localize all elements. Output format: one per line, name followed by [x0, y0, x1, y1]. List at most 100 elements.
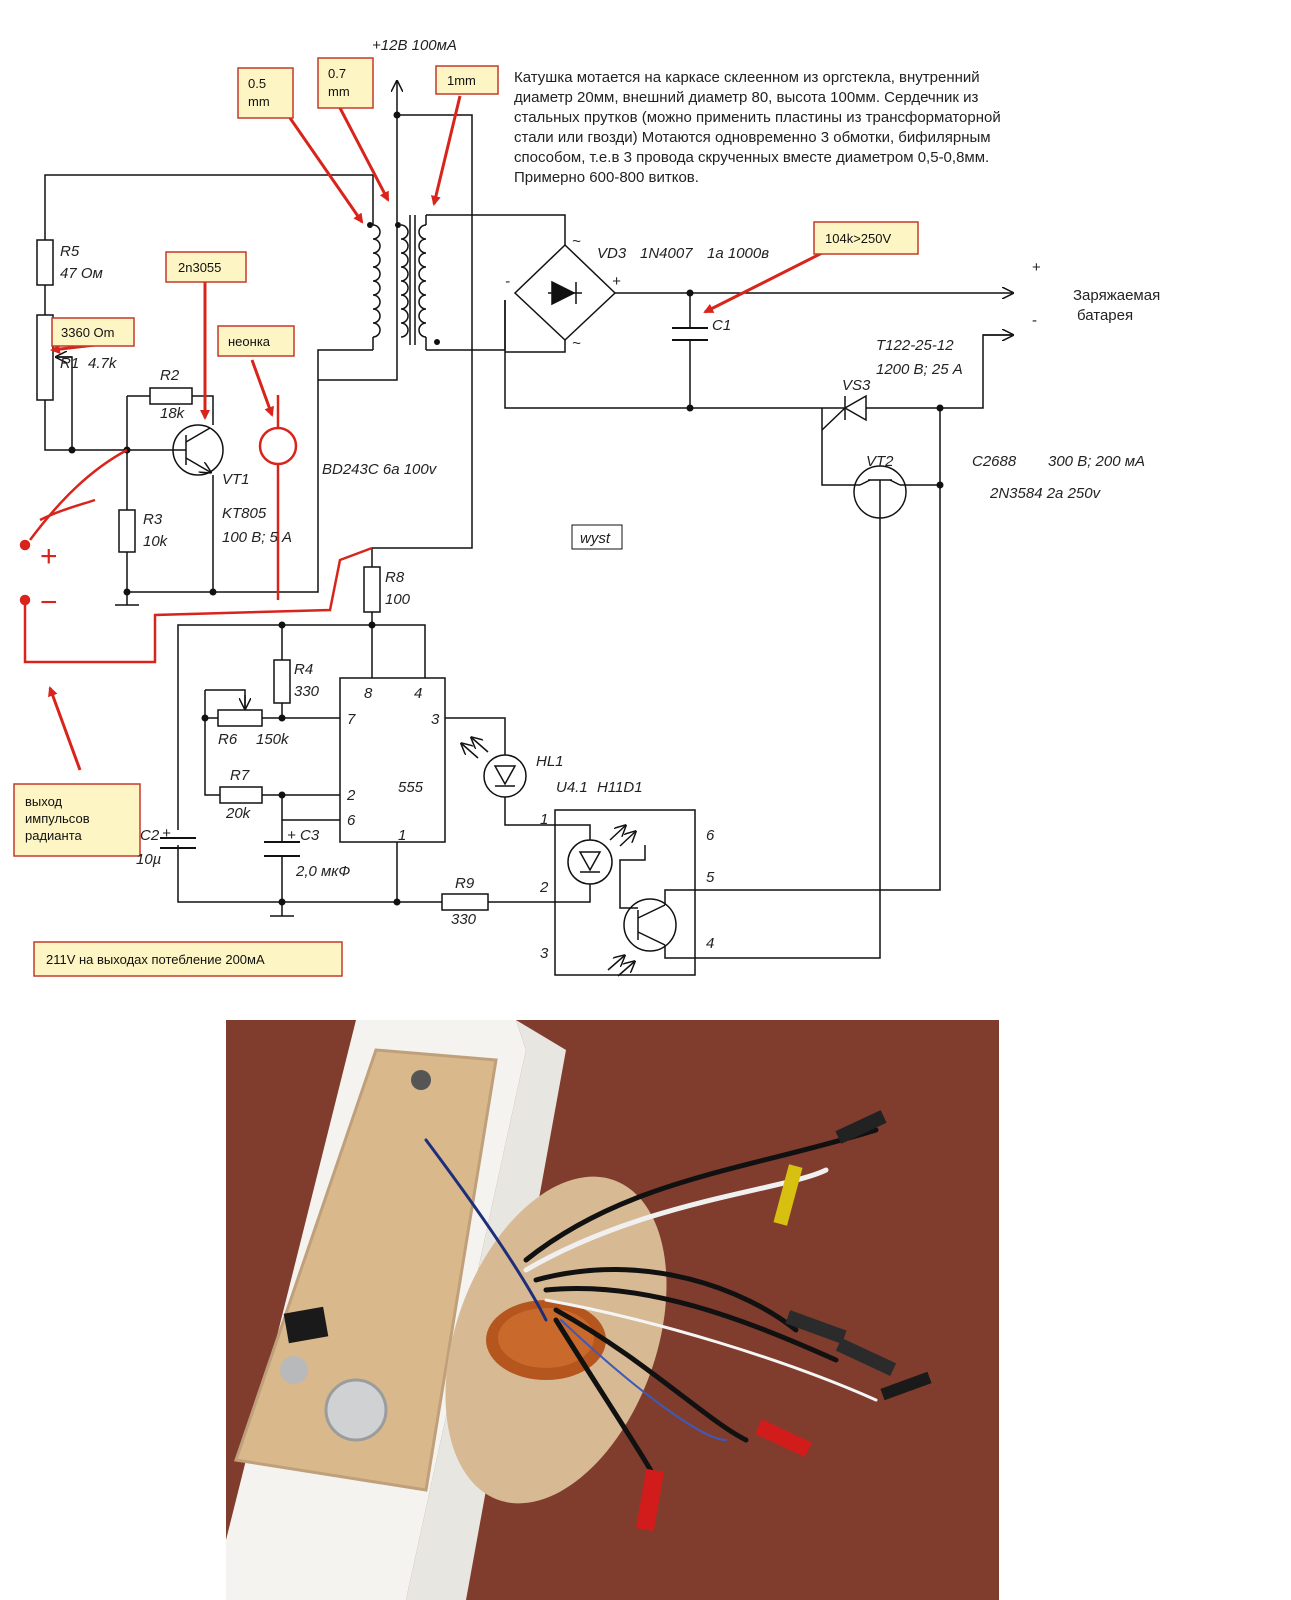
- r8-name: R8: [385, 569, 405, 586]
- r2-body: [149, 387, 193, 405]
- device-photo-drawing: [226, 1020, 999, 1600]
- r5-name: R5: [60, 243, 80, 260]
- device-photo: [226, 1020, 999, 1600]
- vs3-thyristor: [843, 394, 867, 422]
- red-additions: [19, 395, 373, 664]
- r5-body: [36, 239, 54, 286]
- callout-r1: 3360 Om: [51, 317, 135, 347]
- vt2-alt: 2N3584 2а 250v: [989, 485, 1102, 502]
- r8-value: 100: [385, 591, 411, 608]
- hl1-led: [462, 738, 527, 798]
- vs3-type: T122-25-12: [876, 337, 954, 354]
- opto-pin-2: 2: [539, 879, 549, 896]
- ic-pin-2: 2: [346, 787, 356, 804]
- r9-name: R9: [455, 875, 475, 892]
- svg-text:Примерно 600-800 витков.: Примерно 600-800 витков.: [514, 169, 699, 186]
- vt2-name: VT2: [866, 453, 894, 470]
- svg-text:104k>250V: 104k>250V: [825, 231, 891, 246]
- resistors: [36, 239, 489, 911]
- ic-pin-3: 3: [431, 711, 440, 728]
- r5-value: 47 Ом: [60, 265, 103, 282]
- r3-body: [118, 509, 136, 553]
- r8-body: [363, 566, 381, 613]
- coil: [372, 175, 427, 350]
- coil-dots: [367, 222, 440, 345]
- vd3-type: 1N4007: [640, 245, 693, 262]
- r3-value: 10k: [143, 533, 169, 550]
- r4-value: 330: [294, 683, 320, 700]
- bridge-minus: -: [505, 273, 510, 290]
- c3-value: 2,0 мкФ: [295, 863, 350, 880]
- bridge-ac-top: ~: [572, 233, 581, 250]
- vs3-rating: 1200 В; 25 А: [876, 361, 963, 378]
- r4-name: R4: [294, 661, 313, 678]
- svg-text:0.5: 0.5: [248, 76, 266, 91]
- svg-text:способом, т.е.в 3 провода скру: способом, т.е.в 3 провода скрученных вме…: [514, 149, 989, 166]
- vd3-name: VD3: [597, 245, 627, 262]
- svg-text:импульсов: импульсов: [25, 811, 90, 826]
- ic-555-body: [339, 677, 446, 843]
- svg-text:диаметр 20мм, внешний диаметр: диаметр 20мм, внешний диаметр 80, высота…: [514, 89, 979, 106]
- svg-text:3360 Om: 3360 Om: [61, 325, 114, 340]
- vt1-rating: 100 В; 5 А: [222, 529, 292, 546]
- svg-text:2n3055: 2n3055: [178, 260, 221, 275]
- callout-cap: 104k>250V: [813, 221, 919, 255]
- supply-label: +12В 100мА: [372, 37, 457, 54]
- opto-pin-5: 5: [706, 869, 715, 886]
- vt1-name: VT1: [222, 471, 250, 488]
- c2-plus: +: [162, 825, 171, 842]
- c2-capacitor: [160, 837, 196, 849]
- input-minus: −: [40, 586, 58, 619]
- r1-value: 4.7k: [88, 355, 118, 372]
- junctions: [68, 111, 944, 906]
- vt1-type: KT805: [222, 505, 267, 522]
- ic-pin-1: 1: [398, 827, 406, 844]
- svg-text:211V на выходах потебление 200: 211V на выходах потебление 200мА: [46, 952, 265, 967]
- opto-pin-1: 1: [540, 811, 548, 828]
- input-plus: +: [40, 540, 58, 573]
- bridge-rectifier: [513, 243, 617, 342]
- opto-pin-6: 6: [706, 827, 715, 844]
- battery-plus: +: [1032, 259, 1041, 276]
- c1-name: C1: [712, 317, 731, 334]
- r6-value: 150k: [256, 731, 290, 748]
- svg-text:Катушка мотается на каркасе ск: Катушка мотается на каркасе склеенном из…: [514, 69, 980, 86]
- c3-capacitor: [264, 841, 300, 857]
- vt2-rating: 300 В; 200 мА: [1048, 453, 1145, 470]
- r3-name: R3: [143, 511, 163, 528]
- c3-plus: +: [287, 827, 296, 844]
- vt2-type: C2688: [972, 453, 1017, 470]
- bridge-plus: +: [612, 273, 621, 290]
- callout-wire-1: 1mm: [435, 65, 499, 95]
- ic-pin-4: 4: [414, 685, 422, 702]
- r7-name: R7: [230, 767, 250, 784]
- optocoupler-u41: [554, 809, 696, 977]
- svg-text:mm: mm: [248, 94, 270, 109]
- battery-label-2: батарея: [1077, 307, 1133, 324]
- winding-note: Катушка мотается на каркасе склеенном из…: [514, 69, 1001, 186]
- r2-name: R2: [160, 367, 180, 384]
- r4-body: [273, 659, 291, 704]
- opto-pin-3: 3: [540, 945, 549, 962]
- vd3-rating: 1а 1000в: [707, 245, 769, 262]
- ic-pin-8: 8: [364, 685, 373, 702]
- svg-text:радианта: радианта: [25, 828, 83, 843]
- stamp-box: wyst: [571, 524, 623, 550]
- callout-wire-05: 0.5 mm: [237, 67, 294, 119]
- vt2-transistor: [853, 465, 907, 520]
- bd-label: BD243C 6а 100v: [322, 461, 438, 478]
- red-arrows: [48, 95, 829, 771]
- u41-name: U4.1: [556, 779, 588, 796]
- r2-value: 18k: [160, 405, 186, 422]
- callout-transistor: 2n3055: [165, 251, 247, 283]
- svg-text:выход: выход: [25, 794, 63, 809]
- ic-pin-7: 7: [347, 711, 356, 728]
- r6-name: R6: [218, 731, 238, 748]
- svg-text:wyst: wyst: [580, 530, 611, 547]
- svg-text:1mm: 1mm: [447, 73, 476, 88]
- r1-name: R1: [60, 355, 79, 372]
- r7-body: [219, 786, 263, 804]
- c2-name: C2: [140, 827, 160, 844]
- opto-pin-4: 4: [706, 935, 714, 952]
- c1-capacitor: [672, 327, 708, 341]
